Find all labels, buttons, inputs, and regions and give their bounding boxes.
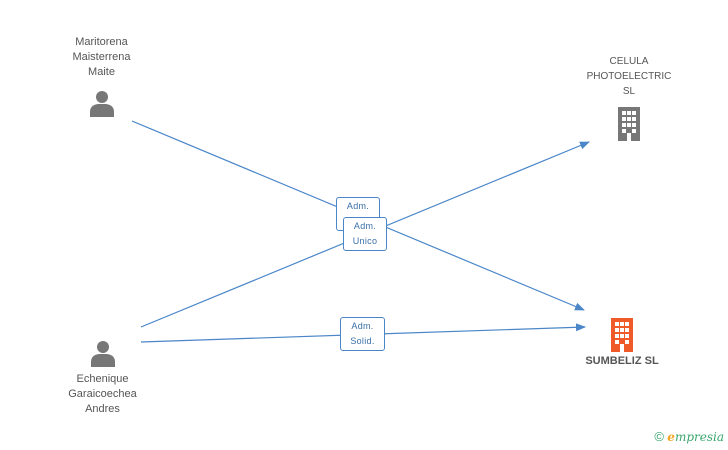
- person-icon: [45, 338, 160, 368]
- edge-label-adm-solid[interactable]: Adm. Solid.: [340, 317, 385, 351]
- node-sumbeliz-sl[interactable]: SUMBELIZ SL: [570, 316, 674, 369]
- building-icon: [573, 105, 685, 141]
- node-maritorena-maisterrena-maite[interactable]: Maritorena Maisterrena Maite: [44, 35, 159, 118]
- building-icon: [570, 316, 674, 352]
- company-name-label: SUMBELIZ SL: [585, 355, 659, 367]
- person-name-label: Maritorena Maisterrena Maite: [72, 36, 131, 78]
- person-icon: [44, 88, 159, 118]
- copyright-symbol: ©: [654, 429, 664, 444]
- edge-label-adm-unico[interactable]: Adm. Unico: [343, 217, 387, 251]
- empresia-watermark: © empresia: [654, 429, 724, 444]
- node-celula-photoelectric-sl[interactable]: CELULA PHOTOELECTRIC SL: [573, 54, 685, 141]
- node-echenique-garaicoechea-andres[interactable]: Echenique Garaicoechea Andres: [45, 338, 160, 417]
- empresia-logo: empresia: [667, 430, 724, 444]
- company-name-label: CELULA PHOTOELECTRIC SL: [586, 56, 672, 97]
- person-name-label: Echenique Garaicoechea Andres: [68, 373, 137, 415]
